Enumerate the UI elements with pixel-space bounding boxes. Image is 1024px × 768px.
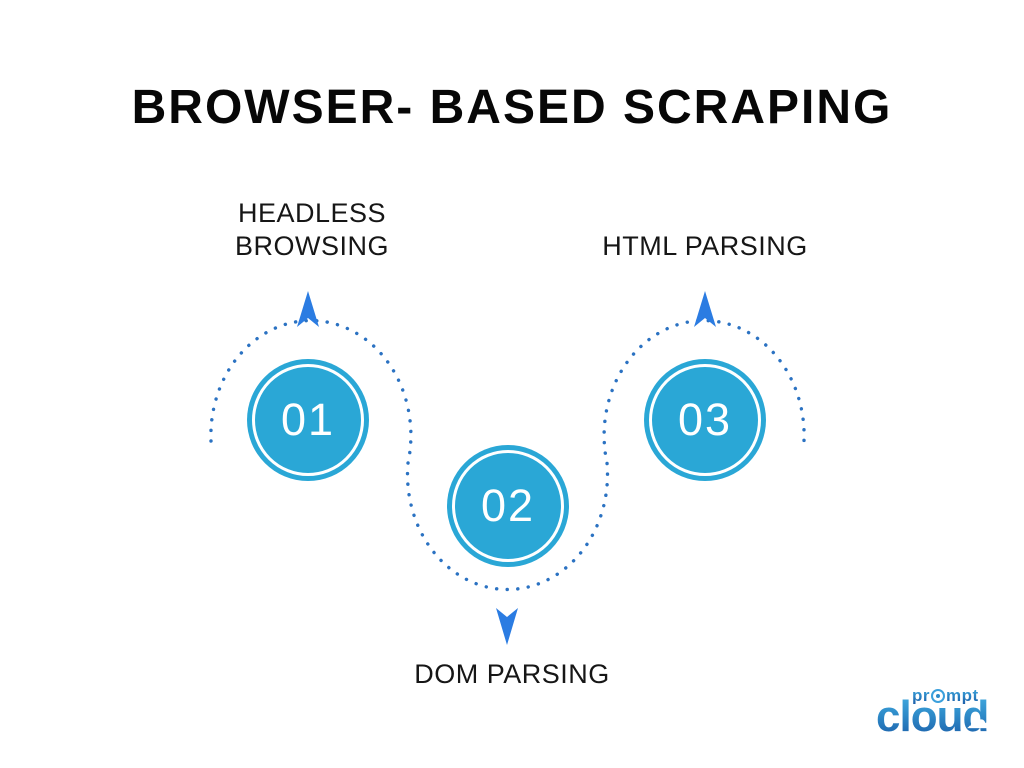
logo-prompt-prefix: pr bbox=[912, 687, 930, 704]
step-label-line: DOM PARSING bbox=[414, 659, 610, 689]
page-title: BROWSER- BASED SCRAPING bbox=[131, 81, 893, 134]
cloud-icon: ☁ bbox=[966, 707, 990, 734]
logo-cloud-text: cloud bbox=[876, 692, 989, 741]
step-label-dom-parsing: DOM PARSING bbox=[362, 658, 662, 691]
step-number: 01 bbox=[280, 394, 336, 445]
logo-prompt-suffix: mpt bbox=[946, 687, 979, 704]
logo-prompt-text: pr mpt bbox=[912, 687, 979, 704]
arrow-up-icon bbox=[694, 291, 716, 327]
step-label-html-parsing: HTML PARSING bbox=[555, 230, 855, 263]
step-label-line: BROWSING bbox=[234, 231, 389, 261]
step-label-line: HTML PARSING bbox=[602, 231, 808, 261]
arrow-down-icon bbox=[496, 608, 518, 645]
step-number: 03 bbox=[677, 394, 733, 445]
step-label-line: HEADLESS bbox=[237, 198, 387, 228]
step-circle-03: 03 bbox=[644, 359, 766, 481]
step-number: 02 bbox=[480, 480, 536, 531]
promptcloud-logo: pr mpt cloud ☁ bbox=[876, 687, 1016, 751]
step-circle-01: 01 bbox=[247, 359, 369, 481]
target-icon bbox=[931, 688, 945, 703]
step-label-headless-browsing: HEADLESS BROWSING bbox=[162, 197, 462, 263]
arrow-up-icon bbox=[297, 291, 319, 327]
step-circle-02: 02 bbox=[447, 445, 569, 567]
serpentine-dotted-path bbox=[209, 318, 806, 592]
